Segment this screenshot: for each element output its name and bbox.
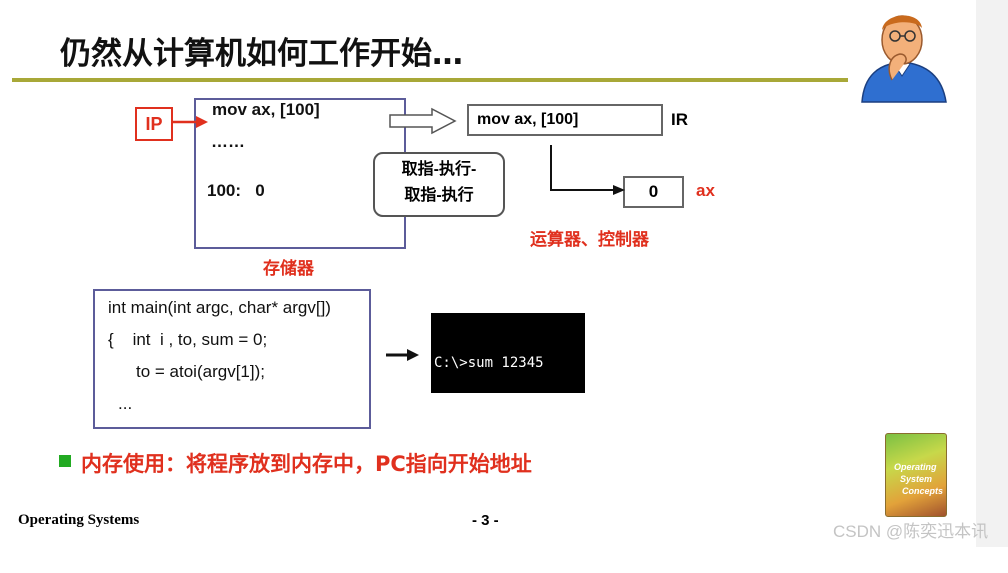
ip-to-memory-arrow [172,116,208,128]
console-line-2: 76205685 [434,413,585,433]
console-line-1: C:\>sum 12345 [434,353,585,373]
code-line-4: ... [118,394,132,414]
source-code-box: int main(int argc, char* argv[]) { int i… [93,289,371,429]
book-title-line-2: System [900,474,932,484]
memory-to-ir-hollow-arrow [390,109,455,133]
code-to-console-arrow [386,349,419,361]
csdn-watermark: CSDN @陈奕迅本讯 [833,517,988,542]
footer-page-number: - 3 - [472,512,499,529]
bullet-square-icon [59,455,71,467]
code-line-3: to = atoi(argv[1]); [136,362,265,382]
console-output: C:\>sum 12345 76205685 C:\>sum 32178 517… [431,313,585,393]
ir-to-ax-arrow [551,145,625,195]
code-line-2: { int i , to, sum = 0; [108,330,267,350]
footer-course-name: Operating Systems [18,512,139,529]
book-title-line-3: Concepts [902,486,943,496]
os-book-cover-image: Operating System Concepts [885,433,947,517]
bullet-text: 内存使用：将程序放到内存中，PC指向开始地址 [81,448,532,478]
book-title-line-1: Operating [894,462,937,472]
console-line-4: 517727931 [434,533,585,553]
code-line-1: int main(int argc, char* argv[]) [108,298,331,318]
